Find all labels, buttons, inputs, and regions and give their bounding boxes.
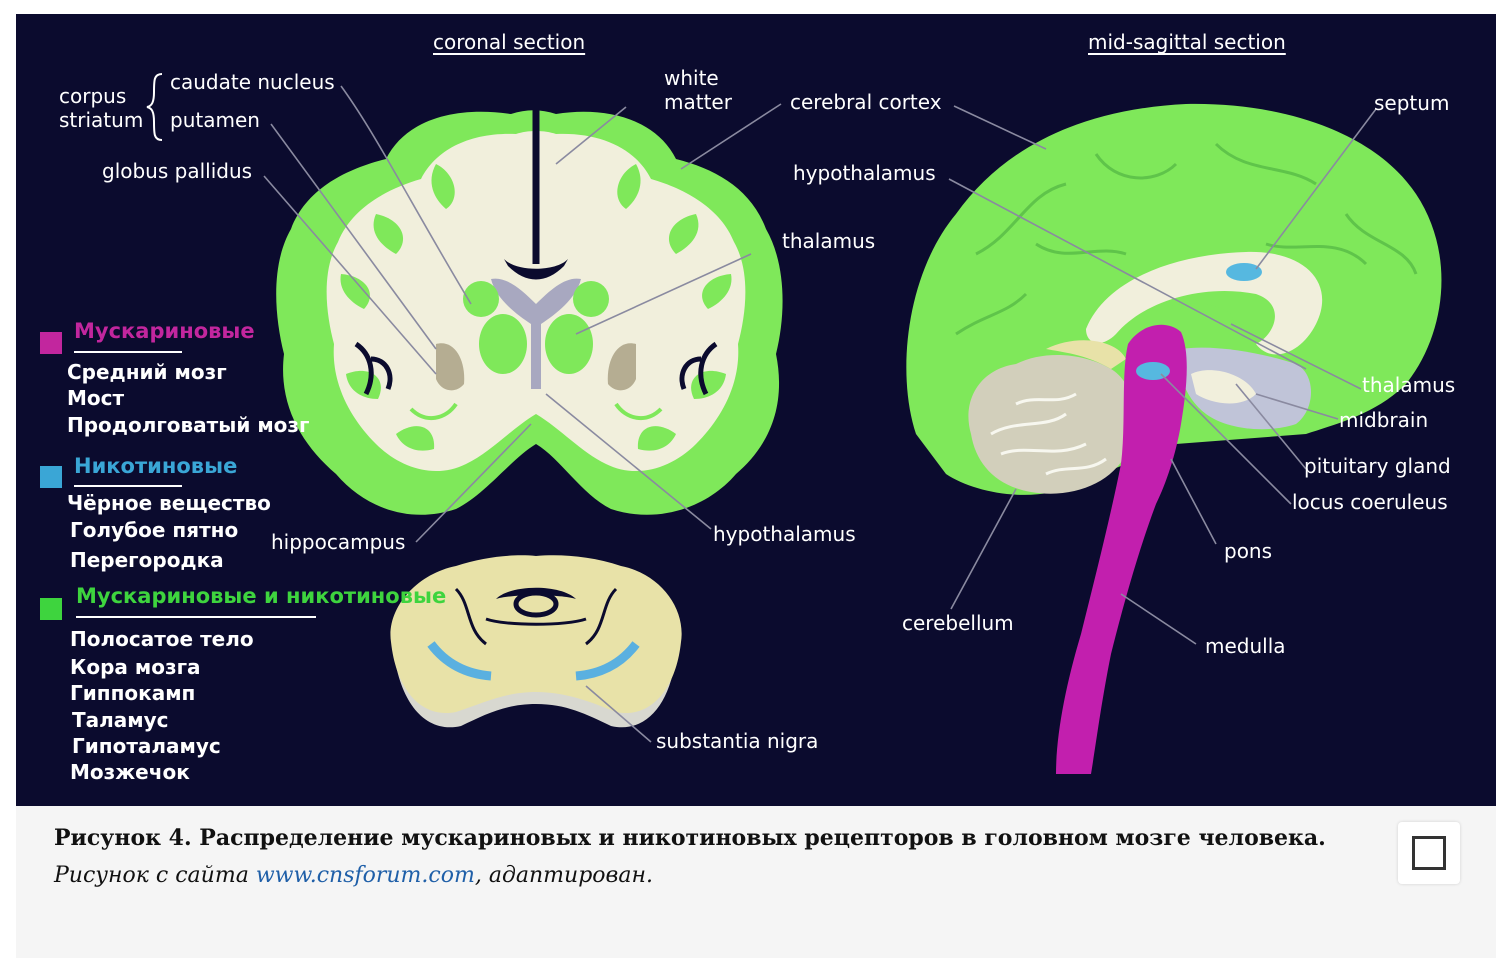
legend-item: Голубое пятно — [70, 518, 239, 542]
legend-item: Таламус — [72, 708, 169, 732]
legend-swatch-nicotinic — [40, 466, 62, 488]
label-putamen: putamen — [170, 108, 260, 132]
brain-illustration — [263, 85, 1442, 774]
label-hypothalamus-top: hypothalamus — [793, 161, 936, 185]
label-globus-pallidus: globus pallidus — [102, 159, 253, 183]
label-locus-coeruleus: locus coeruleus — [1292, 490, 1448, 514]
legend-underline — [74, 485, 182, 487]
ventricle-top — [504, 259, 568, 280]
label-medulla: medulla — [1205, 634, 1286, 658]
label-thalamus-coronal: thalamus — [782, 229, 876, 253]
legend-item: Гипоталамус — [72, 734, 221, 758]
label-substantia-nigra: substantia nigra — [656, 729, 819, 753]
label-hippocampus: hippocampus — [271, 530, 406, 554]
label-hypothalamus-bottom: hypothalamus — [713, 522, 856, 546]
cerebellum-folia — [990, 392, 1107, 476]
label-pons: pons — [1224, 539, 1273, 563]
legend-item: Полосатое тело — [70, 627, 254, 651]
legend-item: Гиппокамп — [70, 681, 196, 705]
label-white-matter: white matter — [664, 66, 732, 114]
sagittal-sulci — [955, 142, 1418, 336]
label-corpus-striatum: corpus striatum — [59, 84, 144, 132]
fullscreen-button[interactable] — [1398, 822, 1460, 884]
caption-bold: Рисунок 4. Распределение мускариновых и … — [54, 825, 1326, 851]
sagittal-brain — [906, 103, 1442, 774]
corpus-striatum-brace — [146, 73, 163, 141]
figure-caption-area: Рисунок 4. Распределение мускариновых и … — [16, 806, 1496, 958]
label-cerebellum: cerebellum — [902, 611, 1014, 635]
label-pituitary-gland: pituitary gland — [1304, 454, 1451, 478]
coronal-white-matter — [326, 131, 746, 472]
caption-italic-before: Рисунок с сайта — [54, 863, 256, 888]
sagittal-section-title: mid-sagittal section — [1088, 30, 1286, 54]
figure-caption: Рисунок 4. Распределение мускариновых и … — [54, 820, 1374, 894]
brain-receptor-diagram: coronal section mid-sagittal section cor… — [16, 14, 1496, 806]
legend-item: Чёрное вещество — [67, 491, 271, 515]
legend-title-nicotinic: Никотиновые — [74, 454, 238, 478]
legend-title-both: Мускариновые и никотиновые — [76, 584, 447, 608]
label-thalamus-sagittal: thalamus — [1362, 373, 1456, 397]
coronal-deep-nuclei — [354, 278, 718, 420]
caption-source-link[interactable]: www.cnsforum.com — [255, 863, 475, 888]
legend-item: Кора мозга — [70, 655, 201, 679]
label-cerebral-cortex: cerebral cortex — [790, 90, 942, 114]
legend-item: Мозжечок — [70, 760, 190, 784]
corpus-callosum — [1086, 251, 1323, 355]
caption-italic-after: , адаптирован. — [474, 863, 653, 888]
legend-swatch-muscarinic — [40, 332, 62, 354]
legend-item: Мост — [67, 386, 125, 410]
midbrain-section — [390, 555, 682, 728]
label-caudate-nucleus: caudate nucleus — [170, 70, 335, 94]
label-midbrain: midbrain — [1339, 408, 1429, 432]
legend-underline — [74, 351, 182, 353]
coronal-brain — [276, 110, 783, 515]
legend-item: Продолговатый мозг — [67, 413, 310, 437]
leader-lines — [263, 85, 1377, 743]
coronal-gyri — [340, 164, 732, 451]
legend-title-muscarinic: Мускариновые — [74, 319, 255, 343]
legend-item: Перегородка — [70, 548, 224, 572]
coronal-section-title: coronal section — [433, 30, 586, 54]
septum-region — [1226, 263, 1262, 281]
legend-item: Средний мозг — [67, 360, 227, 384]
cerebellum-shape — [968, 354, 1135, 494]
legend-swatch-both — [40, 598, 62, 620]
legend-underline — [76, 616, 316, 618]
brainstem — [1056, 324, 1187, 774]
label-septum: septum — [1374, 91, 1450, 115]
